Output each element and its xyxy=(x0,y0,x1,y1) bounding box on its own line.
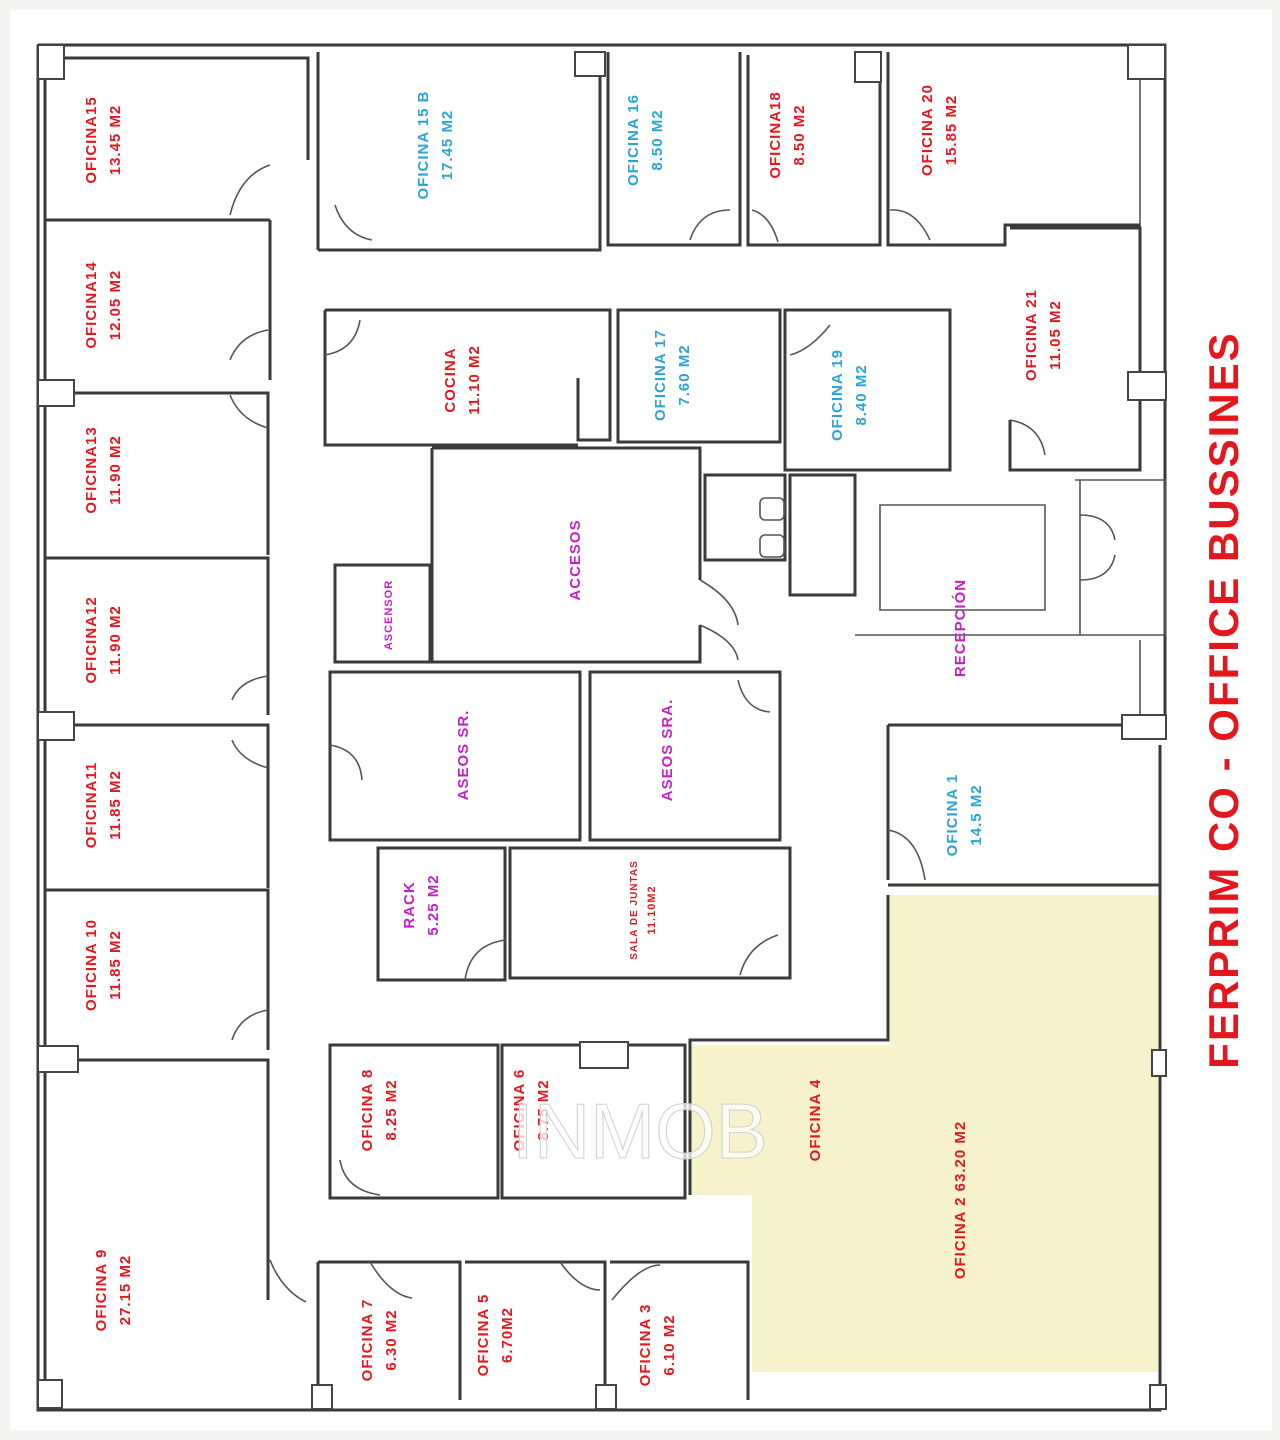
label-oficina-15: OFICINA15 13.45 M2 xyxy=(83,96,124,183)
label-oficina-20: OFICINA 20 15.85 M2 xyxy=(919,84,960,176)
label-oficina-14: OFICINA14 12.05 M2 xyxy=(83,261,124,348)
oficina-14-area: 12.05 M2 xyxy=(107,270,124,341)
oficina-8-name: OFICINA 8 xyxy=(359,1069,376,1152)
oficina-11-area: 11.85 M2 xyxy=(107,770,124,840)
label-oficina-3: OFICINA 3 6.10 M2 xyxy=(637,1304,678,1387)
oficina-21-area: 11.05 M2 xyxy=(1047,300,1064,370)
restroom-walls xyxy=(328,670,782,842)
plan-title: FERPRIM CO - OFFICE BUSSINES xyxy=(1200,331,1247,1068)
oficina-1-area: 14.5 M2 xyxy=(968,784,985,845)
label-recepcion: RECEPCIÓN xyxy=(951,579,969,677)
oficina-19-area: 8.40 M2 xyxy=(853,364,870,425)
oficina-14-name: OFICINA14 xyxy=(83,261,100,348)
lower-offices-walls xyxy=(316,1043,750,1400)
oficina-4-name: OFICINA 4 xyxy=(807,1079,824,1162)
oficina-21-name: OFICINA 21 xyxy=(1023,289,1040,381)
label-oficina-4: OFICINA 4 xyxy=(807,1079,824,1162)
label-ascensor: ASCENSOR xyxy=(383,580,395,650)
rack-area: 5.25 M2 xyxy=(425,874,442,935)
oficina-18-name: OFICINA18 xyxy=(767,91,784,178)
oficina-15-name: OFICINA15 xyxy=(83,96,100,183)
aseos-sra-name: ASEOS SRA. xyxy=(659,699,676,802)
oficina-15-area: 13.45 M2 xyxy=(107,105,124,176)
oficina-1-name: OFICINA 1 xyxy=(944,774,961,857)
oficina-18-area: 8.50 M2 xyxy=(791,104,808,165)
label-oficina-9: OFICINA 9 27.15 M2 xyxy=(93,1249,134,1332)
label-oficina-6: OFICINA 6 8.75 M2 xyxy=(511,1069,552,1152)
oficina-19-name: OFICINA 19 xyxy=(829,349,846,441)
label-oficina-13: OFICINA13 11.90 M2 xyxy=(83,426,124,513)
oficina-16-area: 8.50 M2 xyxy=(649,109,666,170)
oficina-2-name: OFICINA 2 63.20 M2 xyxy=(952,1121,969,1279)
label-cocina: COCINA 11.10 M2 xyxy=(442,345,483,415)
label-oficina-21: OFICINA 21 11.05 M2 xyxy=(1023,289,1064,381)
oficina-8-area: 8.25 M2 xyxy=(383,1079,400,1140)
label-oficina-11: OFICINA11 11.85 M2 xyxy=(83,762,124,849)
label-oficina-18: OFICINA18 8.50 M2 xyxy=(767,91,808,178)
label-oficina-19: OFICINA 19 8.40 M2 xyxy=(829,349,870,441)
oficina-12-area: 11.90 M2 xyxy=(107,605,124,675)
label-aseos-sra: ASEOS SRA. xyxy=(659,699,676,802)
watermark: INMOB xyxy=(512,1087,768,1175)
oficina-13-area: 11.90 M2 xyxy=(107,435,124,505)
oficina-17-name: OFICINA 17 xyxy=(652,329,669,421)
sala-juntas-name: SALA DE JUNTAS xyxy=(629,860,640,960)
label-rack: RACK 5.25 M2 xyxy=(401,874,442,935)
label-oficina-16: OFICINA 16 8.50 M2 xyxy=(625,94,666,186)
sala-juntas-area: 11.10M2 xyxy=(646,885,658,934)
oficina-11-name: OFICINA11 xyxy=(83,762,100,849)
label-oficina-5: OFICINA 5 6.70M2 xyxy=(475,1294,516,1377)
room-labels: OFICINA15 13.45 M2 OFICINA14 12.05 M2 OFIC… xyxy=(83,84,1064,1386)
oficina-15b-name: OFICINA 15 B xyxy=(415,91,432,200)
aseos-sr-name: ASEOS SR. xyxy=(455,710,472,801)
label-oficina-12: OFICINA12 11.90 M2 xyxy=(83,596,124,683)
ascensor-name: ASCENSOR xyxy=(383,580,395,650)
label-aseos-sr: ASEOS SR. xyxy=(455,710,472,801)
oficina-20-area: 15.85 M2 xyxy=(943,95,960,166)
oficina1-walls xyxy=(688,723,1160,1195)
oficina-5-area: 6.70M2 xyxy=(499,1307,516,1363)
oficina-15b-area: 17.45 M2 xyxy=(439,110,456,181)
oficina-7-name: OFICINA 7 xyxy=(359,1299,376,1382)
label-oficina-8: OFICINA 8 8.25 M2 xyxy=(359,1069,400,1152)
accesos-name: ACCESOS xyxy=(567,519,584,600)
label-oficina-1: OFICINA 1 14.5 M2 xyxy=(944,774,985,857)
oficina-16-name: OFICINA 16 xyxy=(625,94,642,186)
oficina-9-name: OFICINA 9 xyxy=(93,1249,110,1332)
title-group: FERPRIM CO - OFFICE BUSSINES xyxy=(1200,331,1247,1068)
oficina-9-area: 27.15 M2 xyxy=(117,1255,134,1326)
label-oficina-15b: OFICINA 15 B 17.45 M2 xyxy=(415,91,456,200)
label-oficina-10: OFICINA 10 11.85 M2 xyxy=(83,919,124,1011)
cocina-area: 11.10 M2 xyxy=(466,345,483,415)
cocina-name: COCINA xyxy=(442,347,459,412)
label-sala-juntas: SALA DE JUNTAS 11.10M2 xyxy=(629,860,658,960)
oficina-20-name: OFICINA 20 xyxy=(919,84,936,176)
recepcion-name: RECEPCIÓN xyxy=(951,579,969,677)
label-oficina-17: OFICINA 17 7.60 M2 xyxy=(652,329,693,421)
pillars xyxy=(37,44,1167,1410)
oficina-13-name: OFICINA13 xyxy=(83,426,100,513)
label-accesos: ACCESOS xyxy=(567,519,584,600)
central-walls xyxy=(323,226,1166,664)
oficina-10-name: OFICINA 10 xyxy=(83,919,100,1011)
label-oficina-7: OFICINA 7 6.30 M2 xyxy=(359,1299,400,1382)
oficina-2-highlight xyxy=(690,895,1158,1372)
label-oficina-2: OFICINA 2 63.20 M2 xyxy=(952,1121,969,1279)
oficina-12-name: OFICINA12 xyxy=(83,596,100,683)
oficina-7-area: 6.30 M2 xyxy=(383,1309,400,1370)
oficina-10-area: 11.85 M2 xyxy=(107,930,124,1000)
oficina-6-area: 8.75 M2 xyxy=(535,1079,552,1140)
rack-name: RACK xyxy=(401,881,418,928)
oficina-3-area: 6.10 M2 xyxy=(661,1314,678,1375)
left-offices-walls xyxy=(45,52,1140,1303)
oficina-5-name: OFICINA 5 xyxy=(475,1294,492,1377)
rack-juntas-walls xyxy=(376,846,792,982)
oficina-17-area: 7.60 M2 xyxy=(676,344,693,405)
oficina-3-name: OFICINA 3 xyxy=(637,1304,654,1387)
oficina-6-name: OFICINA 6 xyxy=(511,1069,528,1152)
